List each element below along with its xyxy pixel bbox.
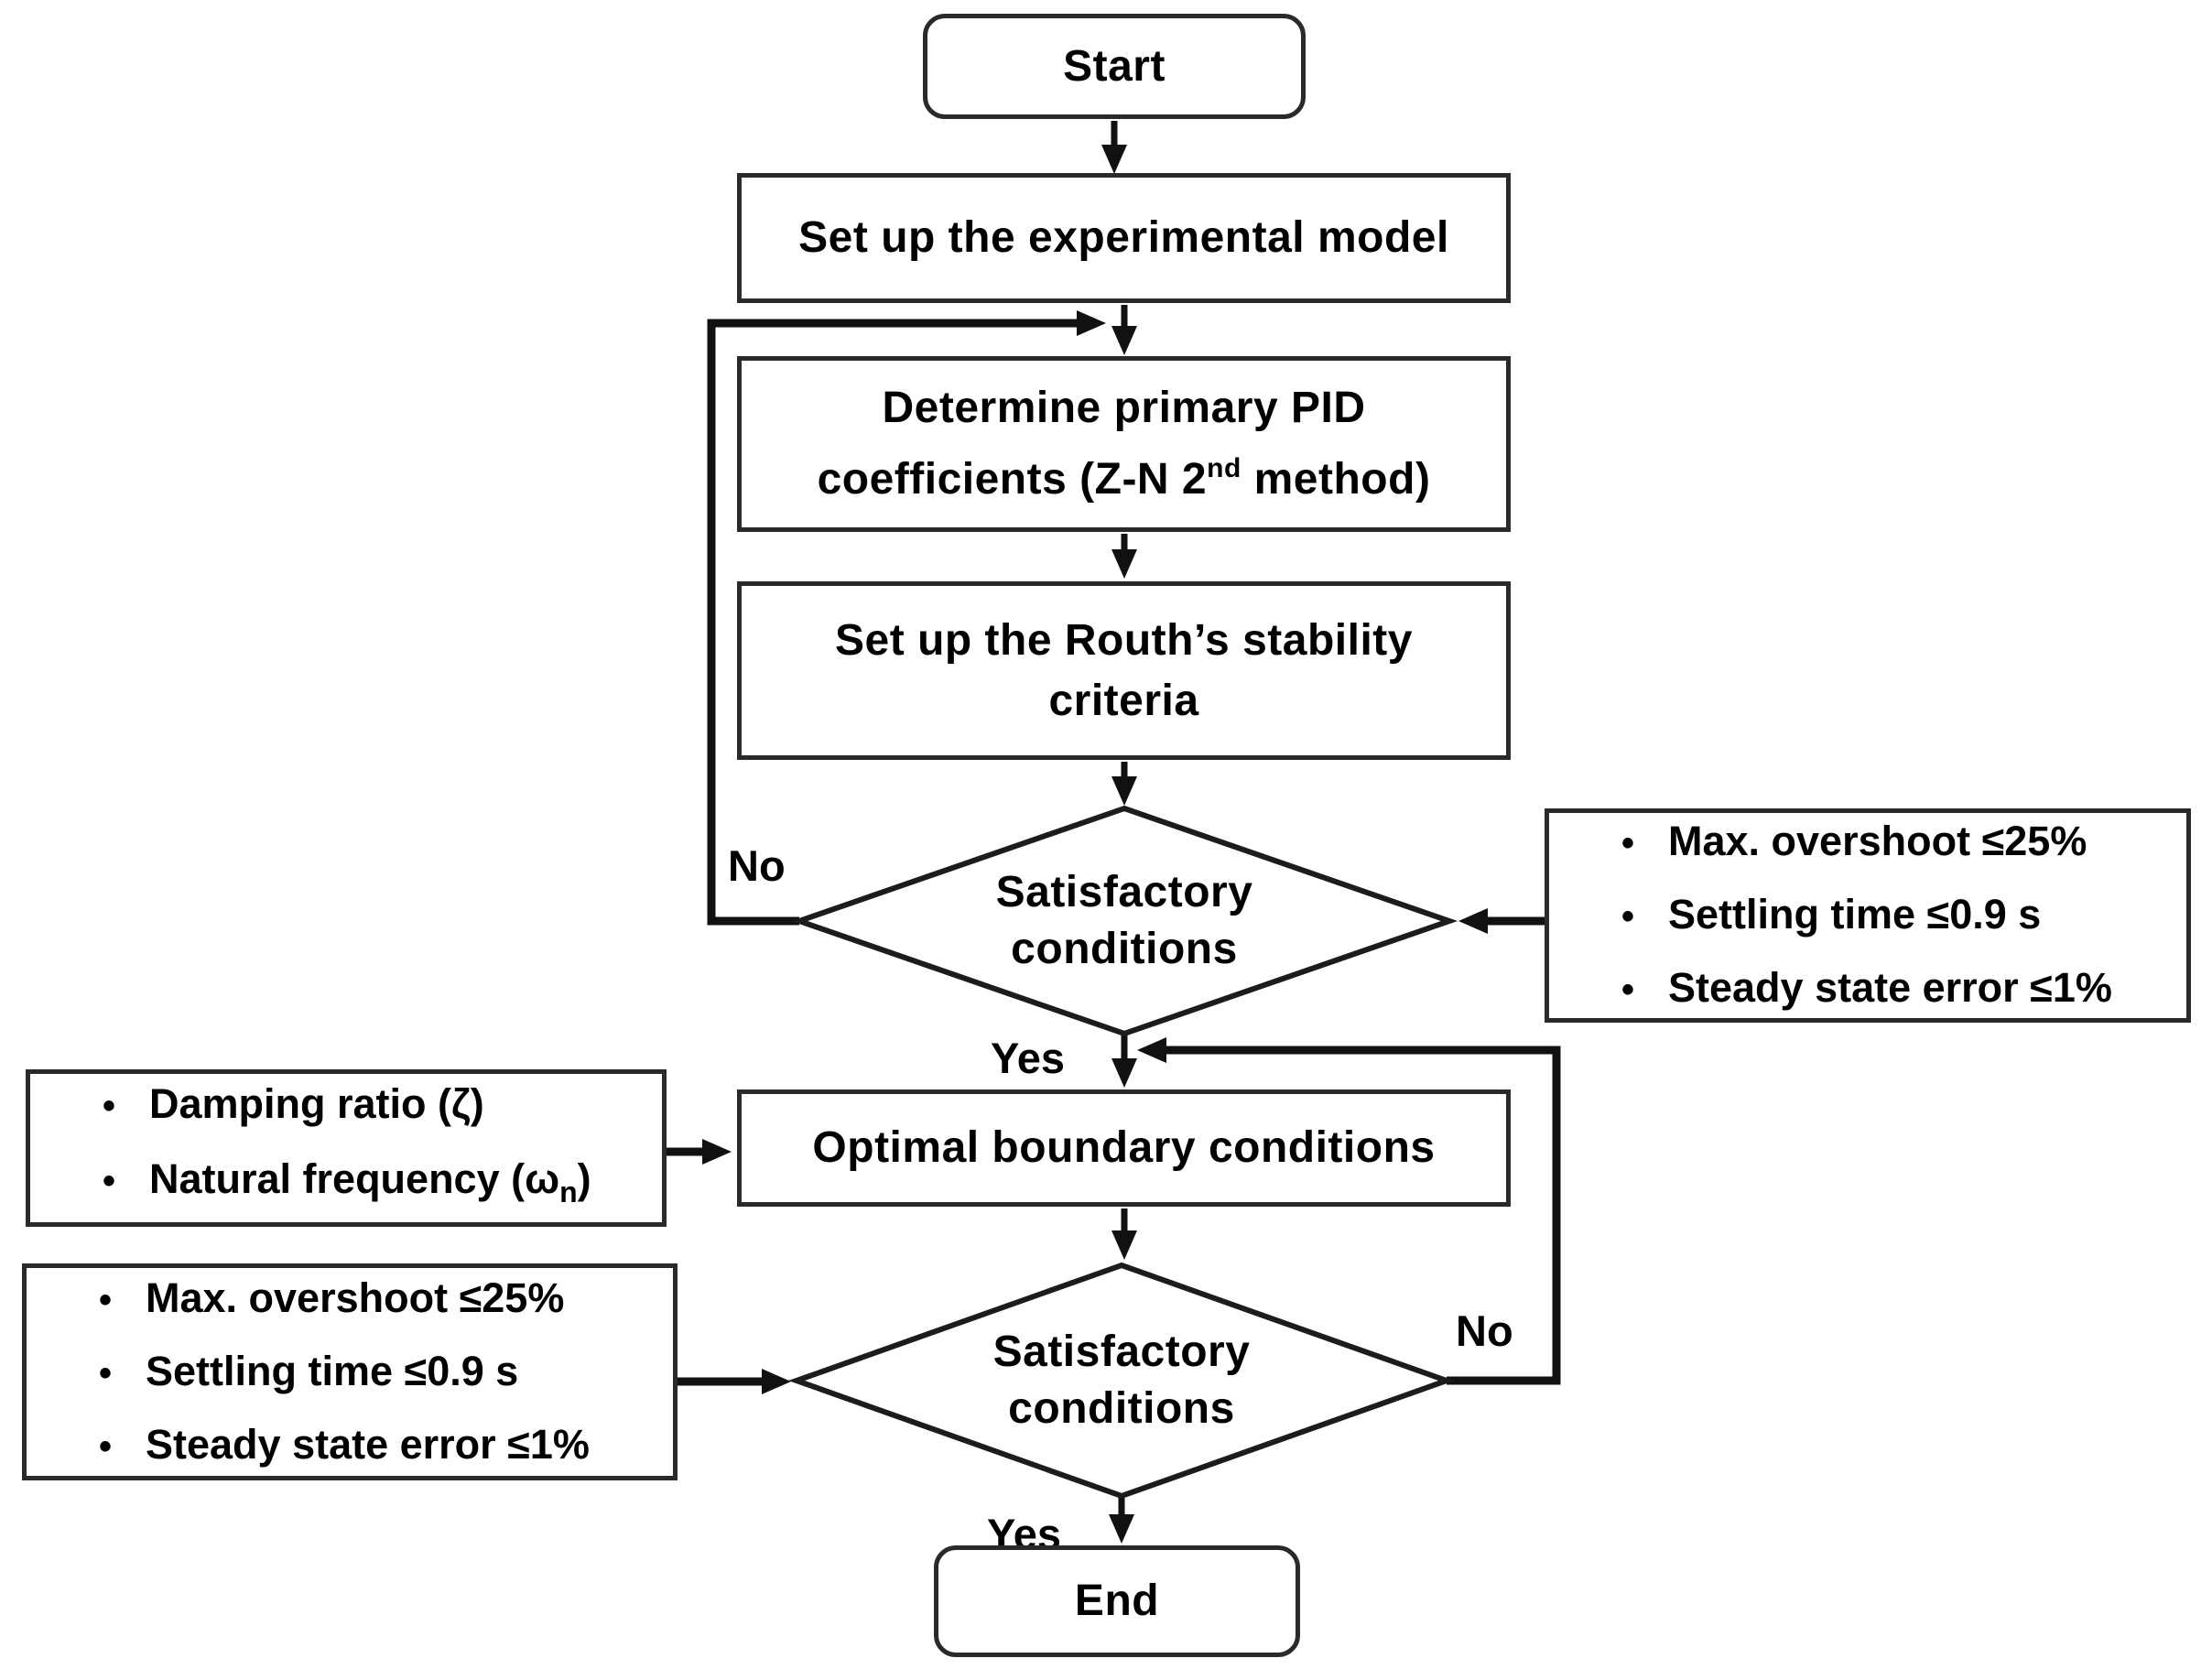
- label-no-2: No: [1456, 1306, 1513, 1355]
- criteria-left-item-2: • Settling time ≤0.9 s: [65, 1336, 673, 1409]
- edge-decision1-no-loop: [707, 310, 1106, 926]
- edge-determine-to-routh: [1111, 534, 1137, 579]
- edge-decision2-no-loop: [1137, 1037, 1561, 1385]
- node-start-label: Start: [1063, 41, 1166, 91]
- decision1-diamond: [790, 805, 1458, 1037]
- bullet-icon: •: [102, 1086, 115, 1126]
- label-no-1: No: [728, 841, 786, 890]
- node-setup-model-label: Set up the experimental model: [798, 213, 1449, 262]
- criteria-left-item-1: • Max. overshoot ≤25%: [65, 1263, 673, 1336]
- bullet-icon: •: [1621, 823, 1634, 863]
- bullet-icon: •: [98, 1352, 112, 1393]
- bullet-icon: •: [1621, 970, 1634, 1010]
- node-end: End: [934, 1545, 1300, 1657]
- criteria-right-item-2: • Settling time ≤0.9 s: [1588, 879, 2186, 952]
- edge-criteria-left-to-decision2: [678, 1369, 791, 1394]
- criteria-box-right: • Max. overshoot ≤25% • Settling time ≤0…: [1545, 808, 2191, 1023]
- node-determine-pid: Determine primary PID coefficients (Z-N …: [737, 356, 1511, 532]
- edge-decision1-yes-to-optimal: [1111, 1035, 1137, 1088]
- node-start: Start: [923, 14, 1306, 119]
- params-box-left: • Damping ratio (ζ) • Natural frequency …: [26, 1069, 667, 1227]
- label-yes-1: Yes: [991, 1034, 1066, 1082]
- superscript-nd: nd: [1207, 453, 1241, 483]
- edge-routh-to-decision1: [1111, 762, 1137, 806]
- param-item-natural-frequency: • Natural frequency (ωn): [69, 1143, 662, 1229]
- node-routh-line1: Set up the Routh’s stability: [835, 615, 1413, 665]
- criteria-left-item-3: • Steady state error ≤1%: [65, 1409, 673, 1482]
- node-determine-pid-line1: Determine primary PID: [882, 384, 1366, 432]
- bullet-icon: •: [102, 1161, 115, 1201]
- bullet-icon: •: [98, 1279, 112, 1320]
- criteria-right-item-1: • Max. overshoot ≤25%: [1588, 806, 2186, 879]
- criteria-box-left: • Max. overshoot ≤25% • Settling time ≤0…: [22, 1263, 678, 1480]
- edge-decision2-yes-to-end: [1109, 1498, 1134, 1544]
- param-item-damping: • Damping ratio (ζ): [69, 1068, 662, 1143]
- node-optimal-boundary: Optimal boundary conditions: [737, 1089, 1511, 1207]
- decision2-diamond: [788, 1262, 1455, 1500]
- edge-optimal-to-decision2: [1111, 1209, 1137, 1260]
- bullet-icon: •: [1621, 896, 1634, 937]
- criteria-right-item-3: • Steady state error ≤1%: [1588, 952, 2186, 1025]
- edge-params-to-optimal: [667, 1139, 732, 1165]
- node-determine-pid-line2: coefficients (Z-N 2nd method): [817, 453, 1431, 504]
- bullet-icon: •: [98, 1425, 112, 1467]
- node-end-label: End: [1074, 1577, 1160, 1625]
- node-optimal-label: Optimal boundary conditions: [812, 1123, 1436, 1172]
- node-routh-criteria: Set up the Routh’s stability criteria: [737, 581, 1511, 760]
- edge-criteria-right-to-decision1: [1458, 908, 1545, 934]
- edge-start-to-setup: [1101, 121, 1127, 174]
- decision1-label: Satisfactory conditions: [995, 868, 1253, 973]
- node-setup-model: Set up the experimental model: [737, 173, 1511, 303]
- edge-setup-to-determine: [1111, 305, 1137, 355]
- subscript-n: n: [559, 1176, 578, 1209]
- node-routh-line2: criteria: [1048, 676, 1199, 725]
- decision2-label: Satisfactory conditions: [992, 1328, 1251, 1433]
